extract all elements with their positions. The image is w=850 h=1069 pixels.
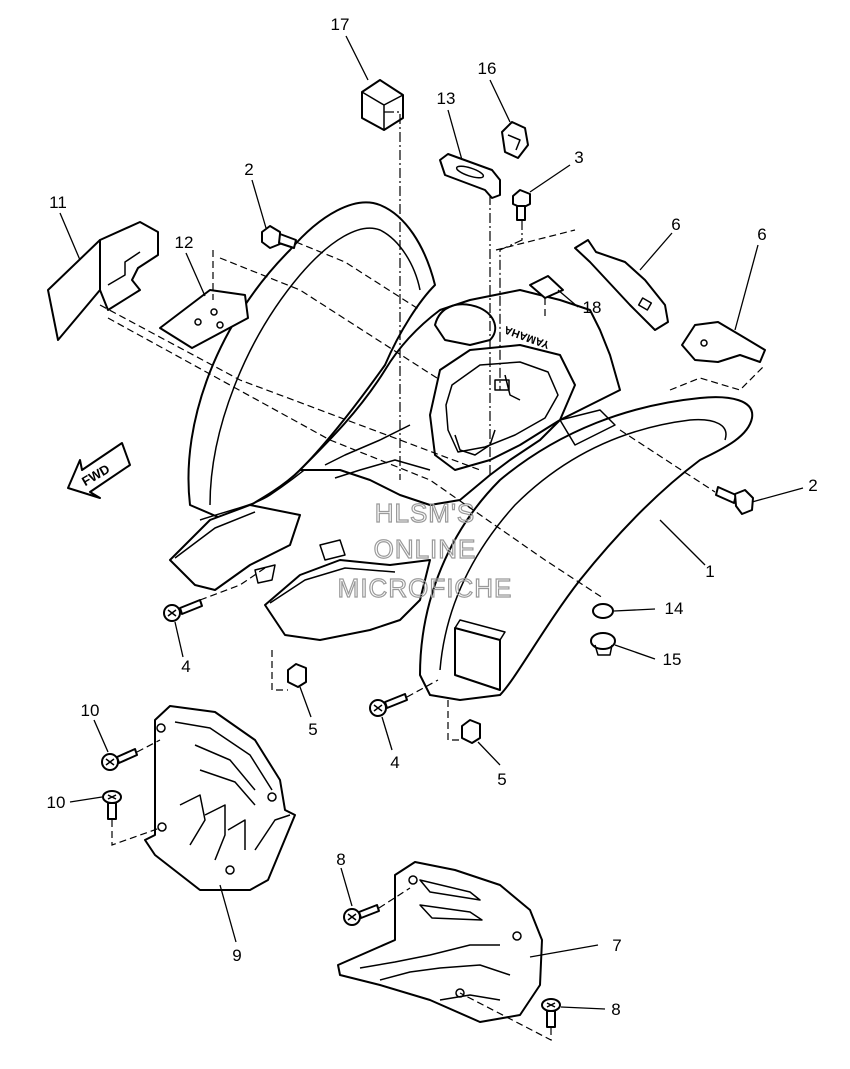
part-7-skid-plate: [337, 861, 543, 1023]
watermark-line-3: MICROFICHE: [338, 573, 513, 603]
callout-10-upper: 10: [81, 701, 100, 720]
part-11-panel: [47, 221, 159, 341]
part-3-bolt: [512, 189, 531, 221]
part-15-nut: [590, 632, 616, 656]
part-8-screw-lower: [541, 998, 561, 1028]
watermark-line-2: ONLINE: [374, 534, 477, 564]
callout-2-upper: 2: [244, 160, 253, 179]
callout-15: 15: [663, 650, 682, 669]
callout-9: 9: [232, 946, 241, 965]
part-2-bolt-right: [715, 486, 754, 515]
part-18-pad: [529, 275, 564, 299]
part-17-block: [361, 79, 404, 131]
part-12-pad: [159, 289, 249, 349]
part-5-nut-right: [461, 719, 481, 744]
callout-4-left: 4: [181, 657, 190, 676]
rear-fender-part-1: YAMAHA: [169, 201, 754, 701]
callout-17: 17: [331, 15, 350, 34]
callout-16: 16: [478, 59, 497, 78]
callout-13: 13: [437, 89, 456, 108]
callout-2-right: 2: [808, 476, 817, 495]
callout-11: 11: [49, 193, 67, 212]
callout-1: 1: [705, 562, 714, 581]
callout-12: 12: [175, 233, 194, 252]
part-4-screw-right: [369, 693, 408, 717]
part-6-bracket-a: [574, 239, 669, 331]
part-2-bolt-upper: [261, 225, 297, 249]
callout-5-right: 5: [497, 770, 506, 789]
callout-14: 14: [665, 599, 684, 618]
callout-8-upper: 8: [336, 850, 345, 869]
part-13-bracket: [439, 153, 501, 199]
part-10-screw-lower: [102, 790, 122, 820]
part-5-nut-left: [287, 663, 307, 688]
callout-7: 7: [612, 936, 621, 955]
part-9-mud-guard: [144, 705, 296, 891]
callout-10-lower: 10: [47, 793, 66, 812]
callout-6-upper: 6: [671, 215, 680, 234]
callout-6-lower: 6: [757, 225, 766, 244]
leader-lines: [59, 35, 804, 1010]
part-10-screw-upper: [101, 748, 138, 771]
callout-18: 18: [583, 298, 602, 317]
part-4-screw-left: [163, 599, 203, 622]
callout-3: 3: [574, 148, 583, 167]
callout-4-right: 4: [390, 753, 399, 772]
watermark: HLSM'S ONLINE MICROFICHE: [337, 497, 513, 603]
part-6-bracket-b: [681, 321, 766, 363]
watermark-line-1: HLSM'S: [375, 498, 476, 528]
part-16-clip: [501, 121, 529, 159]
forward-direction-arrow: FWD: [67, 442, 131, 499]
callout-5-left: 5: [308, 720, 317, 739]
assembly-lines: [99, 111, 766, 1041]
part-8-screw-upper: [343, 904, 380, 926]
part-14-washer: [592, 603, 614, 619]
callout-8-lower: 8: [611, 1000, 620, 1019]
callout-labels: 17 16 13 3 2 11 12 6 6 18 2 1 14 15 4 5 …: [47, 15, 818, 1019]
